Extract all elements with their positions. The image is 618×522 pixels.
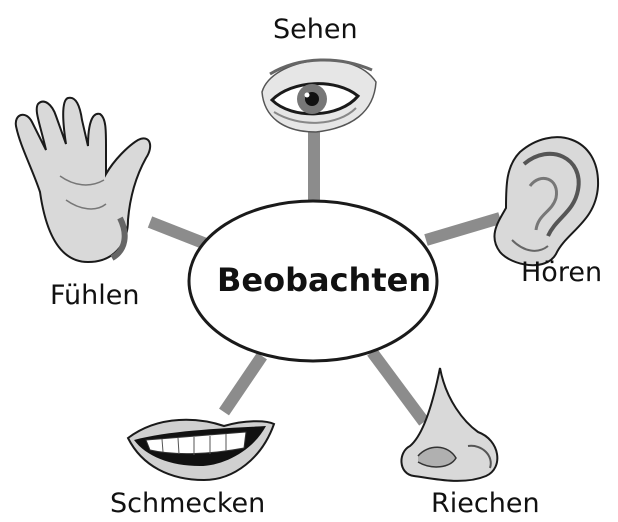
nose-icon [401,368,497,481]
mouth-icon [128,420,274,480]
eye-icon [262,60,376,132]
connector-schmecken [224,356,262,412]
connector-fuehlen [150,222,206,244]
hand-icon [16,98,150,262]
ear-icon [494,137,598,265]
sense-label-schmecken: Schmecken [110,490,265,517]
sense-label-sehen: Sehen [273,16,358,43]
connector-hoeren [426,218,500,240]
center-label: Beobachten [217,264,431,296]
sense-label-fuehlen: Fühlen [50,282,140,309]
connector-riechen [372,352,424,422]
sense-label-hoeren: Hören [521,259,602,286]
sense-label-riechen: Riechen [431,490,540,517]
